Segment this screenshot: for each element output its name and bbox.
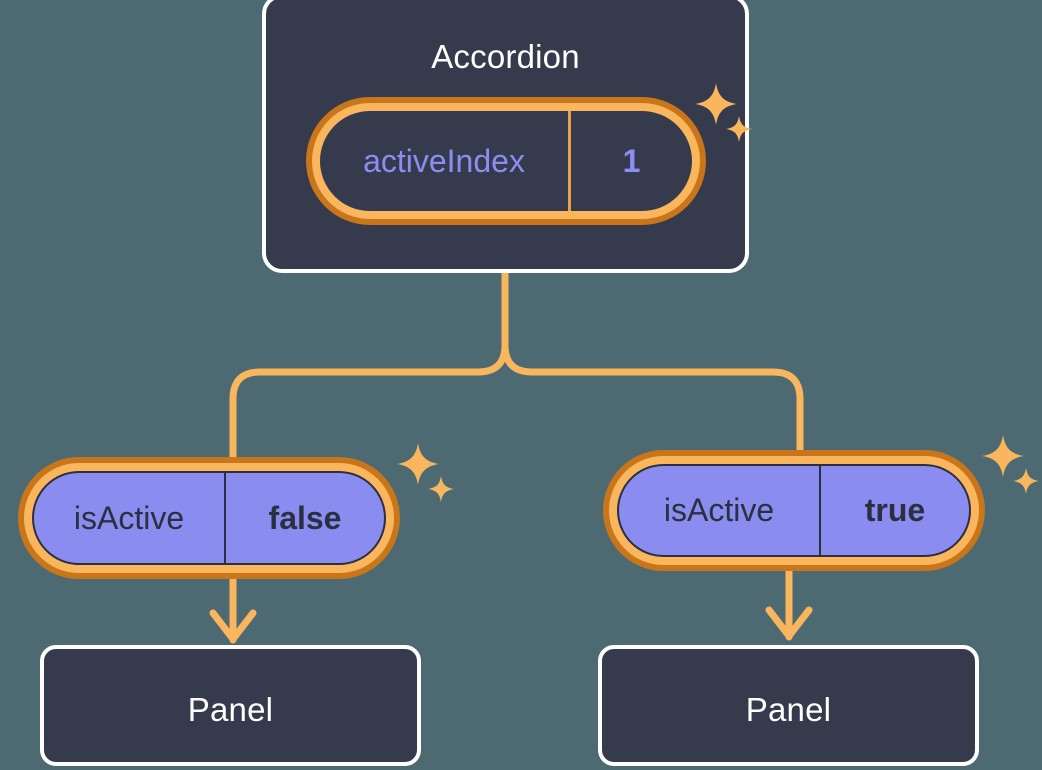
component-title-accordion: Accordion bbox=[431, 38, 580, 75]
state-pill-key: activeIndex bbox=[320, 111, 571, 211]
prop-pill-ring-right: isActive true bbox=[609, 456, 979, 565]
prop-pill-value-right: true bbox=[864, 492, 926, 528]
state-pill-value: 1 bbox=[622, 142, 641, 179]
prop-pill-isactive-true[interactable]: isActive true bbox=[603, 450, 985, 571]
prop-pill-body-right: isActive true bbox=[617, 464, 971, 557]
component-title-panel-left: Panel bbox=[187, 691, 274, 728]
wire-root-to-left bbox=[229, 269, 509, 464]
prop-pill-key-right: isActive bbox=[619, 466, 821, 555]
component-card-panel-left[interactable]: Panel bbox=[40, 645, 421, 766]
state-pill-activeindex[interactable]: activeIndex 1 bbox=[306, 97, 706, 225]
prop-pill-value-left: false bbox=[268, 499, 342, 536]
component-title-panel-right: Panel bbox=[745, 691, 832, 728]
arrow-down-icon-right bbox=[765, 606, 813, 640]
component-card-panel-right[interactable]: Panel bbox=[598, 645, 979, 766]
wire-root-to-right bbox=[501, 269, 804, 456]
arrow-down-icon-left bbox=[209, 609, 257, 643]
state-pill-ring: activeIndex 1 bbox=[312, 103, 700, 219]
prop-pill-isactive-false[interactable]: isActive false bbox=[18, 457, 400, 579]
prop-pill-body-left: isActive false bbox=[32, 471, 386, 565]
state-pill-body: activeIndex 1 bbox=[320, 111, 692, 211]
prop-pill-ring-left: isActive false bbox=[24, 463, 394, 573]
prop-pill-key-left: isActive bbox=[34, 473, 226, 563]
